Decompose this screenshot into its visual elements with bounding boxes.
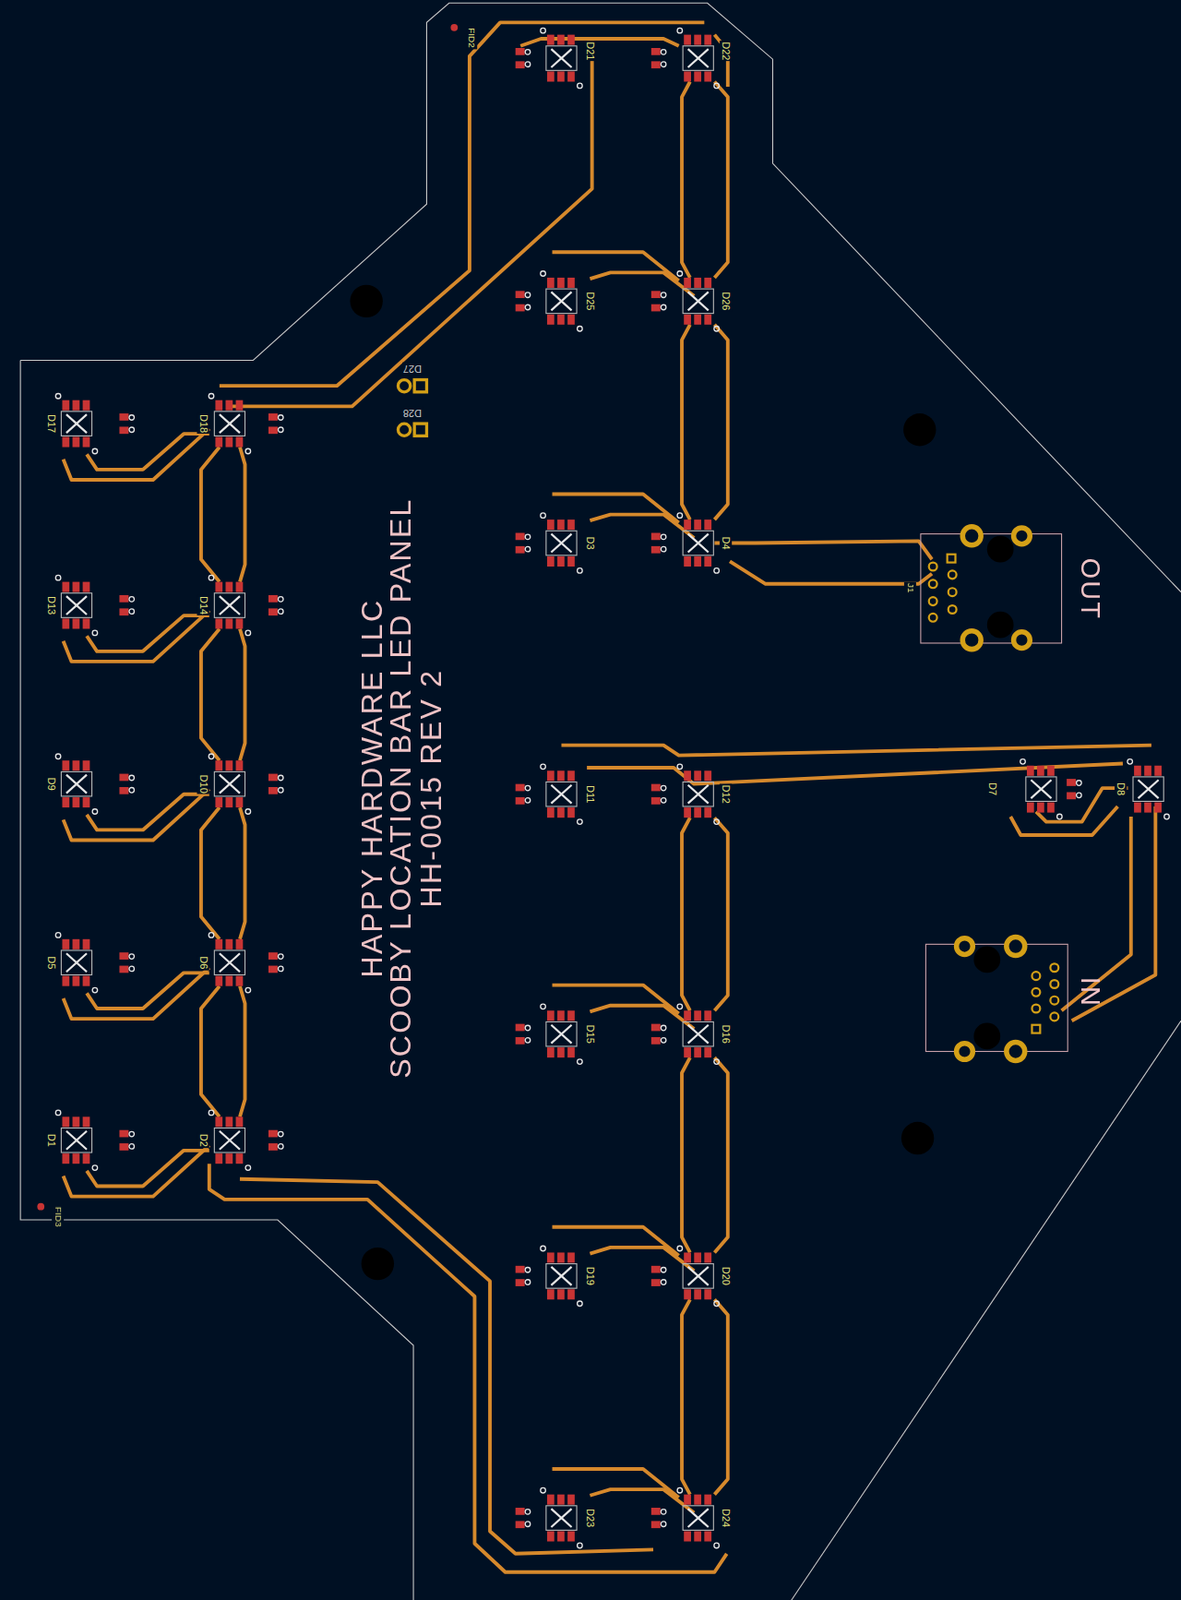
silkscreen-title: HH-0015 REV 2 [417,668,447,908]
reference-designator: D15 [584,1023,597,1045]
reference-designator: D6 [197,954,210,970]
reference-designator: D8 [1114,781,1127,797]
reference-designator: D27 [402,362,424,375]
reference-designator: D14 [197,595,210,617]
reference-designator: D26 [719,290,732,312]
reference-designator: D7 [986,781,999,797]
reference-designator: IN [1076,977,1104,1008]
reference-designator: D4 [719,535,732,550]
reference-designator: J1 [905,582,917,595]
reference-designator: D18 [197,413,210,435]
reference-designator: D5 [45,954,58,970]
reference-designator: OUT [1076,558,1104,621]
reference-designator: D1 [45,1133,58,1148]
reference-designator: FID2 [465,26,478,49]
reference-designator: D9 [45,775,58,791]
reference-designator: D12 [719,783,732,805]
reference-designator: FID3 [52,1205,64,1229]
reference-designator: D23 [584,1507,597,1529]
reference-designator: D17 [45,413,58,435]
reference-designator: D20 [719,1265,732,1288]
reference-designator: D3 [584,535,597,550]
reference-designator: D24 [719,1507,732,1529]
reference-designator: D22 [719,40,732,62]
silkscreen-title: HAPPY HARDWARE LLC [357,598,388,979]
reference-designator: D19 [584,1265,597,1288]
reference-designator: D10 [197,773,210,795]
reference-designator: D21 [584,40,597,62]
reference-designator: D28 [402,405,424,418]
reference-designator: D16 [719,1023,732,1045]
reference-designator: D2 [197,1133,210,1148]
reference-designator: D11 [584,784,597,805]
reference-designator: D25 [584,290,597,312]
silkscreen-title: SCOOBY LOCATION BAR LED PANEL [386,497,417,1078]
reference-designator: D13 [45,595,58,617]
